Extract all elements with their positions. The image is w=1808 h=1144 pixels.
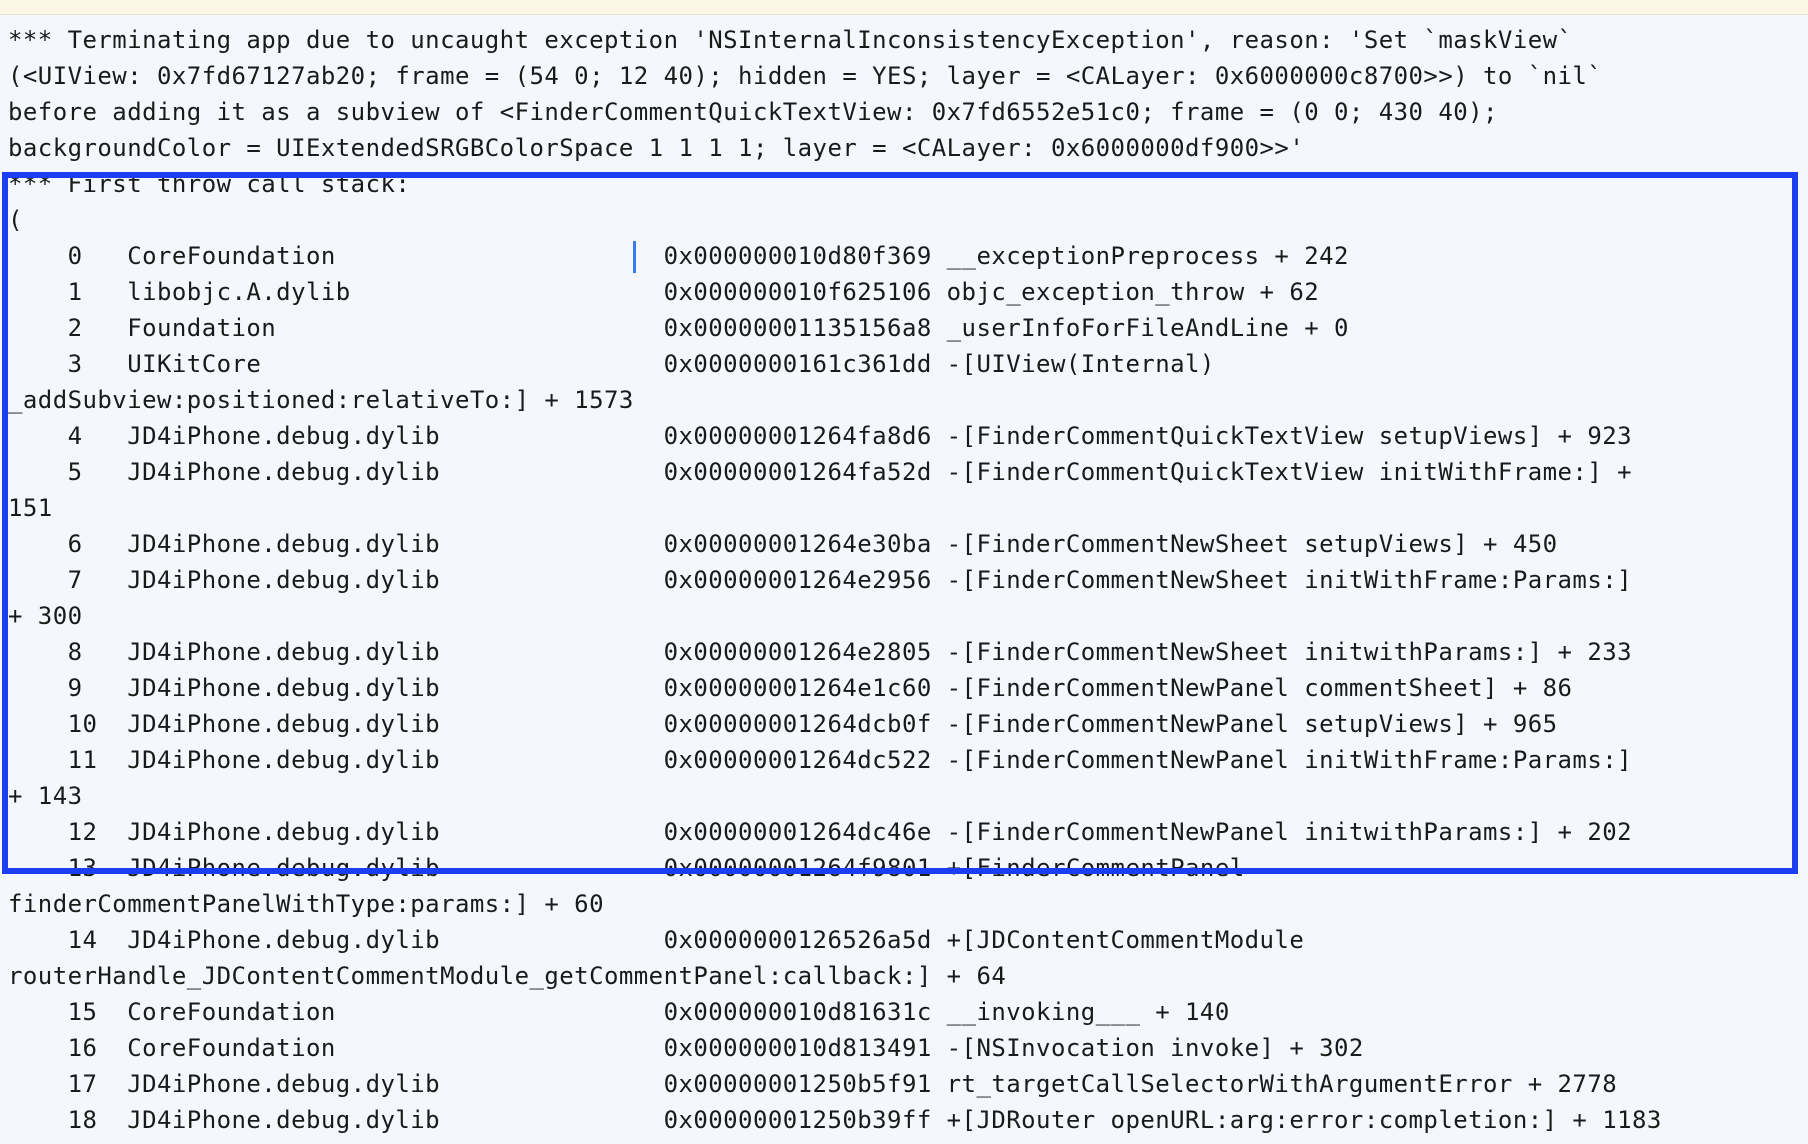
console-output[interactable]: *** Terminating app due to uncaught exce… bbox=[8, 22, 1798, 1138]
console-line: before adding it as a subview of <Finder… bbox=[8, 98, 1498, 126]
console-line: ( bbox=[8, 206, 23, 234]
stack-frame-line: 16 CoreFoundation 0x000000010d813491 -[N… bbox=[8, 1034, 1364, 1062]
text-cursor bbox=[633, 241, 636, 273]
stack-frame-line: 9 JD4iPhone.debug.dylib 0x00000001264e1c… bbox=[8, 674, 1573, 702]
stack-frame-line: 18 JD4iPhone.debug.dylib 0x00000001250b3… bbox=[8, 1106, 1662, 1134]
stack-frame-line: 5 JD4iPhone.debug.dylib 0x00000001264fa5… bbox=[8, 458, 1633, 486]
stack-frame-line: 10 JD4iPhone.debug.dylib 0x00000001264dc… bbox=[8, 710, 1558, 738]
stack-frame-line: 3 UIKitCore 0x0000000161c361dd -[UIView(… bbox=[8, 350, 1215, 378]
stack-frame-line: 1 libobjc.A.dylib 0x000000010f625106 obj… bbox=[8, 278, 1320, 306]
stack-frame-line: 151 bbox=[8, 494, 53, 522]
stack-frame-line: 11 JD4iPhone.debug.dylib 0x00000001264dc… bbox=[8, 746, 1633, 774]
stack-frame-line: 0 CoreFoundation 0x000000010d80f369 __ex… bbox=[8, 242, 1349, 270]
console-line: *** Terminating app due to uncaught exce… bbox=[8, 26, 1573, 54]
stack-frame-line: 14 JD4iPhone.debug.dylib 0x0000000126526… bbox=[8, 926, 1305, 954]
stack-frame-line: routerHandle_JDContentCommentModule_getC… bbox=[8, 962, 1007, 990]
stack-frame-line: 7 JD4iPhone.debug.dylib 0x00000001264e29… bbox=[8, 566, 1633, 594]
stack-frame-line: 15 CoreFoundation 0x000000010d81631c __i… bbox=[8, 998, 1230, 1026]
console-line: backgroundColor = UIExtendedSRGBColorSpa… bbox=[8, 134, 1305, 162]
top-toolbar-strip bbox=[0, 0, 1808, 15]
stack-frame-line: 2 Foundation 0x00000001135156a8 _userInf… bbox=[8, 314, 1349, 342]
stack-frame-line: 12 JD4iPhone.debug.dylib 0x00000001264dc… bbox=[8, 818, 1633, 846]
stack-frame-line: finderCommentPanelWithType:params:] + 60 bbox=[8, 890, 604, 918]
stack-frame-line: + 300 bbox=[8, 602, 83, 630]
console-line: (<UIView: 0x7fd67127ab20; frame = (54 0;… bbox=[8, 62, 1603, 90]
stack-frame-line: + 143 bbox=[8, 782, 83, 810]
console-line: *** First throw call stack: bbox=[8, 170, 411, 198]
stack-frame-line: _addSubview:positioned:relativeTo:] + 15… bbox=[8, 386, 634, 414]
stack-frame-line: 13 JD4iPhone.debug.dylib 0x00000001264f9… bbox=[8, 854, 1245, 882]
stack-frame-line: 8 JD4iPhone.debug.dylib 0x00000001264e28… bbox=[8, 638, 1633, 666]
stack-frame-line: 6 JD4iPhone.debug.dylib 0x00000001264e30… bbox=[8, 530, 1558, 558]
stack-frame-line: 4 JD4iPhone.debug.dylib 0x00000001264fa8… bbox=[8, 422, 1633, 450]
stack-frame-line: 17 JD4iPhone.debug.dylib 0x00000001250b5… bbox=[8, 1070, 1618, 1098]
